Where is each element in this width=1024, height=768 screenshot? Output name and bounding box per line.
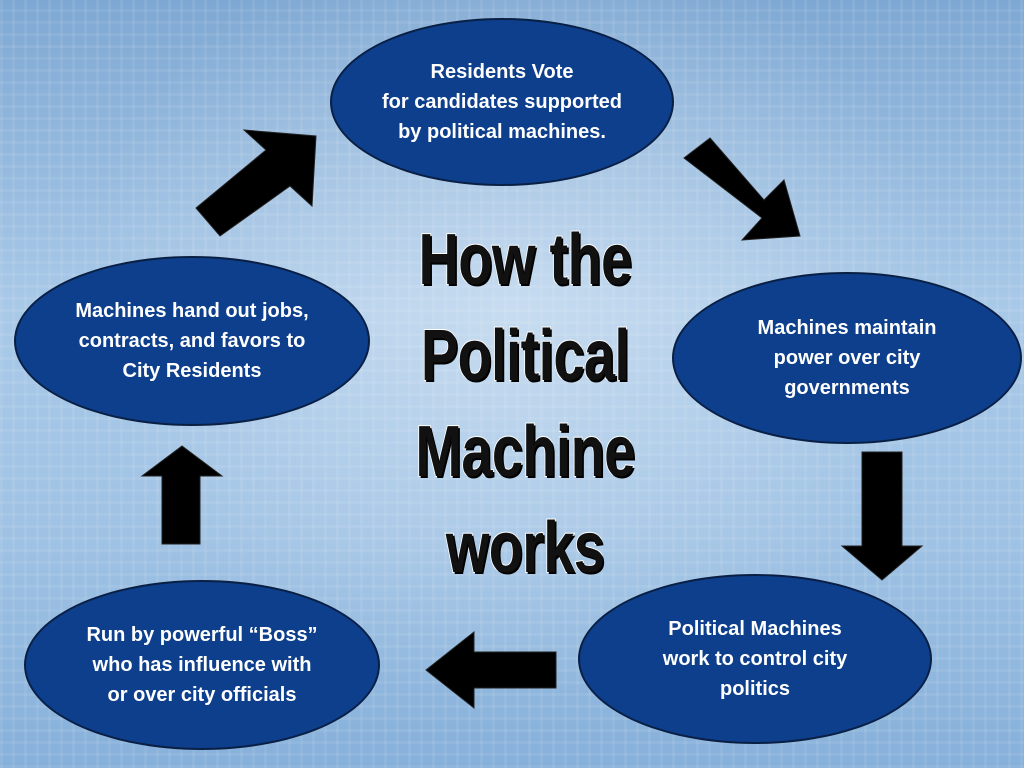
node-residents-vote-text: Residents Vote for candidates supported … <box>381 61 623 143</box>
title-line-3: Machine <box>415 411 637 493</box>
title-line-1: How the <box>418 219 633 301</box>
title-line-2: Political <box>420 315 631 397</box>
title-line-4: works <box>445 507 606 589</box>
node-control-city-politics-text: Political Machines work to control city … <box>662 618 848 700</box>
node-machines-maintain-power: Machines maintain power over city govern… <box>672 272 1022 444</box>
arrow-left-icon <box>425 630 557 710</box>
node-control-city-politics: Political Machines work to control city … <box>578 574 932 744</box>
node-run-by-boss-text: Run by powerful “Boss” who has influence… <box>86 624 318 706</box>
arrow-down-icon <box>840 451 924 581</box>
node-run-by-boss: Run by powerful “Boss” who has influence… <box>24 580 380 750</box>
node-hand-out-jobs-text: Machines hand out jobs, contracts, and f… <box>75 300 309 382</box>
node-residents-vote: Residents Vote for candidates supported … <box>330 18 674 186</box>
node-hand-out-jobs: Machines hand out jobs, contracts, and f… <box>14 256 370 426</box>
node-machines-maintain-power-text: Machines maintain power over city govern… <box>757 317 937 399</box>
arrow-down-right-icon <box>683 137 801 241</box>
arrow-up-right-icon <box>195 129 317 237</box>
page-title: How the Political Machine works <box>404 212 646 596</box>
arrow-up-icon <box>140 445 224 545</box>
